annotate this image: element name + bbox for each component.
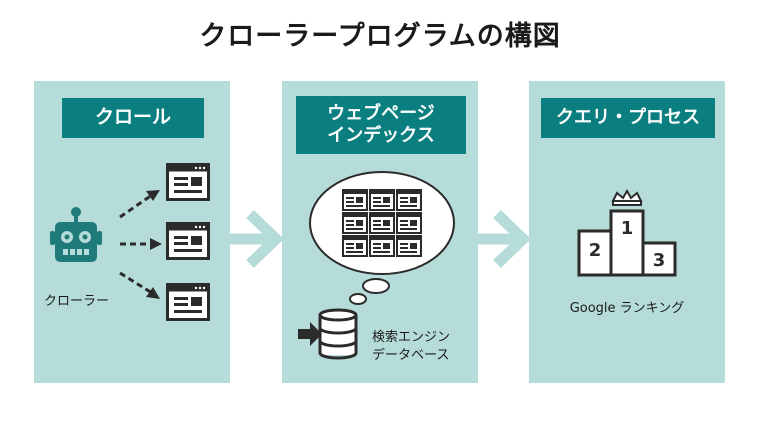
mini-page-icon (342, 235, 368, 257)
crawler-label: クローラー (44, 294, 110, 309)
mini-page-icon (369, 212, 395, 234)
flow-arrow-icon (477, 210, 531, 268)
mini-page-icon (396, 189, 422, 211)
mini-page-icon (396, 212, 422, 234)
query-panel: クエリ・プロセス 2 1 3 Google ランキング (529, 81, 725, 383)
mini-page-icon (342, 212, 368, 234)
mini-page-icon (369, 189, 395, 211)
index-header-line1: ウェブページ (327, 102, 435, 124)
database-icon (298, 308, 358, 360)
diagram-title: クローラープログラムの構図 (199, 21, 561, 52)
mini-page-icon (396, 235, 422, 257)
crawl-arrows (119, 190, 162, 299)
webpage-icon (166, 163, 210, 201)
mini-page-icon (342, 189, 368, 211)
db-label-line1: 検索エンジン (372, 330, 451, 345)
index-header: ウェブページ インデックス (296, 96, 466, 154)
podium-second: 2 (589, 240, 602, 261)
crawl-panel: クロール クローラー (34, 81, 230, 383)
podium-icon: 2 1 3 (577, 188, 677, 277)
index-header-line2: インデックス (327, 125, 435, 146)
robot-icon (50, 207, 102, 262)
podium-first: 1 (621, 218, 634, 239)
query-header: クエリ・プロセス (541, 98, 715, 138)
db-label-line2: データベース (372, 348, 450, 363)
db-label: 検索エンジン データベース (372, 329, 450, 365)
crawl-header: クロール (62, 98, 204, 138)
mini-page-icon (369, 235, 395, 257)
webpage-icon (166, 283, 210, 321)
podium-third: 3 (653, 250, 666, 271)
ranking-label: Google ランキング (569, 301, 685, 316)
webpage-icon (166, 222, 210, 260)
index-panel: ウェブページ インデックス 検索エンジン データベース (282, 81, 478, 383)
flow-arrow-icon (230, 210, 284, 268)
thought-bubble-icon (309, 171, 455, 305)
